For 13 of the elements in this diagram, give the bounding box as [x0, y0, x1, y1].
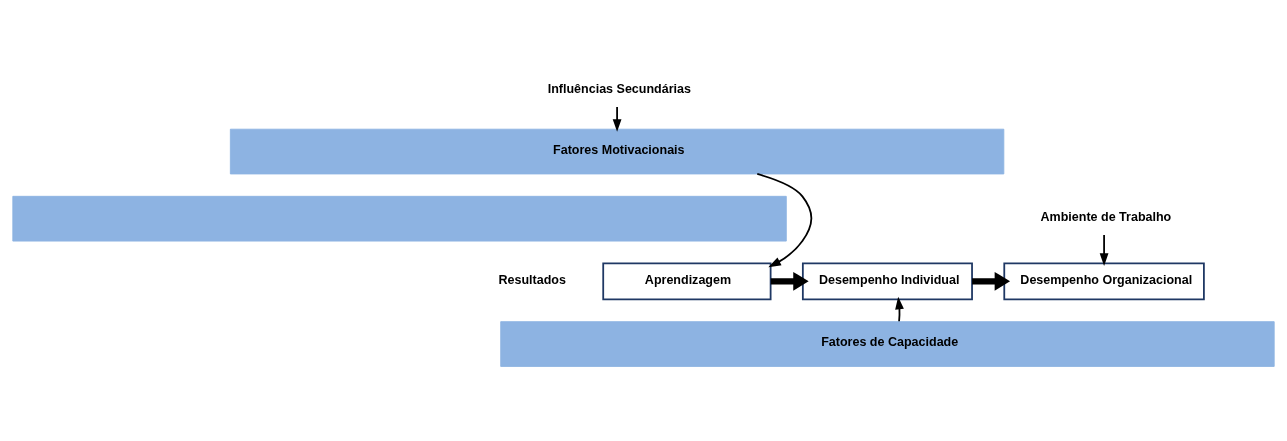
- node-text: Influências Secundárias: [547, 82, 692, 97]
- node-bar: [12, 195, 787, 242]
- arrow: [612, 106, 622, 132]
- node-box: Fatores Motivacionais: [229, 128, 1005, 175]
- arrow: [756, 173, 813, 268]
- arrow: [1099, 234, 1109, 266]
- node-box: Aprendizagem: [602, 262, 772, 301]
- node-box: Desempenho Organizacional: [1003, 262, 1205, 301]
- label: Resultados: [498, 272, 566, 287]
- arrow: [770, 271, 809, 291]
- node-box: Desempenho Individual: [801, 262, 973, 301]
- node-box: Fatores de Capacidade: [500, 321, 1275, 367]
- node-text: Ambiente de Trabalho: [1040, 210, 1172, 225]
